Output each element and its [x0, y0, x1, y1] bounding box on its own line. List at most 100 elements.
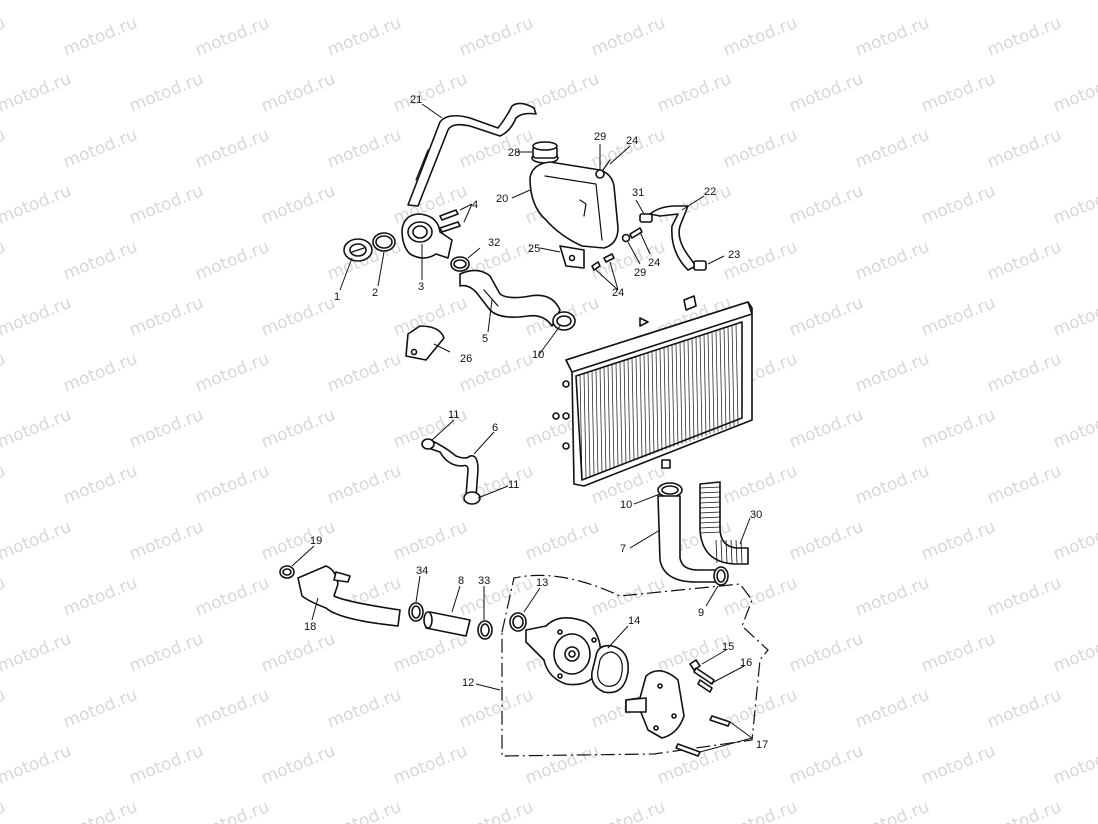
radiator-fin — [595, 369, 599, 474]
hose-rib — [699, 496, 721, 499]
part-pump-cover — [625, 670, 685, 739]
watermark-text: motod.ru — [984, 461, 1064, 509]
watermark-text: motod.ru — [126, 293, 206, 341]
hose-corrugations — [699, 486, 743, 564]
watermark-text: motod.ru — [654, 181, 734, 229]
watermark-text: motod.ru — [1050, 629, 1098, 677]
watermark-text: motod.ru — [918, 69, 998, 117]
callout-20: 20 — [496, 193, 508, 205]
watermark-text: motod.ru — [984, 237, 1064, 285]
watermark-text: motod.ru — [192, 685, 272, 733]
radiator-fin — [667, 346, 671, 449]
part-thermostat-1 — [343, 238, 373, 262]
part-o-ring-2 — [372, 232, 396, 252]
radiator-fin — [635, 356, 639, 460]
radiator-fin — [683, 341, 687, 443]
callout-24-top: 24 — [626, 135, 638, 147]
callout-24-lower: 24 — [612, 287, 624, 299]
callout-18: 18 — [304, 621, 316, 633]
watermark-text: motod.ru — [918, 517, 998, 565]
watermark-text: motod.ru — [984, 573, 1064, 621]
radiator-fin — [719, 329, 723, 431]
watermark-text: motod.ru — [126, 741, 206, 789]
watermark-text: motod.ru — [522, 517, 602, 565]
part-cover-26 — [405, 325, 445, 361]
watermark-text: motod.ru — [126, 517, 206, 565]
callout-11-upper: 11 — [448, 409, 459, 421]
hose-rib — [699, 486, 721, 489]
callout-11-lower: 11 — [508, 479, 519, 491]
radiator-fin — [663, 347, 667, 450]
callout-33: 33 — [478, 575, 490, 587]
part-o-ring-19 — [279, 565, 295, 579]
callout-31: 31 — [632, 187, 644, 199]
radiator-fin — [711, 332, 715, 433]
watermark-text: motod.ru — [0, 13, 8, 61]
callout-9: 9 — [698, 607, 704, 619]
watermark-text: motod.ru — [720, 125, 800, 173]
watermark-text: motod.ru — [0, 405, 74, 453]
watermark-text: motod.ru — [1050, 293, 1098, 341]
watermark-text: motod.ru — [258, 69, 338, 117]
part-filler-cap-28 — [531, 141, 559, 164]
hose-rib — [699, 491, 721, 494]
callout-labels: 1 2 3 4 5 6 7 8 9 10 10 11 11 12 13 14 1… — [304, 94, 768, 751]
radiator-fin — [591, 371, 595, 475]
callout-24-side: 24 — [648, 257, 660, 269]
watermark-text: motod.ru — [786, 741, 866, 789]
watermark-text: motod.ru — [720, 685, 800, 733]
watermark-text: motod.ru — [324, 13, 404, 61]
radiator-fin — [727, 326, 731, 428]
part-screw-15 — [689, 659, 715, 685]
callout-13: 13 — [536, 577, 548, 589]
part-breather-hose-21 — [407, 102, 537, 207]
watermark-text: motod.ru — [324, 797, 404, 824]
part-gasket-14 — [590, 644, 629, 694]
watermark-text: motod.ru — [984, 349, 1064, 397]
watermark-text: motod.ru — [126, 69, 206, 117]
watermark-text: motod.ru — [60, 13, 140, 61]
callout-6: 6 — [492, 422, 498, 434]
radiator-fin — [611, 364, 615, 468]
radiator-fin — [655, 350, 659, 453]
watermark-text: motod.ru — [1050, 517, 1098, 565]
watermark-text: motod.ru — [918, 0, 998, 5]
radiator-fin — [659, 348, 663, 452]
watermark-text: motod.ru — [0, 69, 74, 117]
watermark-text: motod.ru — [60, 685, 140, 733]
watermark-text: motod.ru — [1050, 181, 1098, 229]
watermark-text: motod.ru — [0, 349, 8, 397]
radiator-fin — [679, 342, 683, 445]
callout-15: 15 — [722, 641, 734, 653]
watermark-text: motod.ru — [456, 573, 536, 621]
watermark-text: motod.ru — [60, 573, 140, 621]
watermark-text: motod.ru — [786, 0, 866, 5]
watermark-text: motod.ru — [1050, 405, 1098, 453]
part-screws-17 — [675, 715, 731, 757]
radiator-fin — [583, 373, 587, 478]
watermark-text: motod.ru — [720, 461, 800, 509]
part-clamp-33 — [477, 620, 493, 640]
hose-rib — [699, 506, 721, 509]
watermark-text: motod.ru — [324, 461, 404, 509]
watermark-text: motod.ru — [456, 13, 536, 61]
part-water-pump-body — [525, 617, 602, 686]
callout-19: 19 — [310, 535, 322, 547]
watermark-text: motod.ru — [1050, 69, 1098, 117]
watermark-text: motod.ru — [588, 573, 668, 621]
part-clip-23 — [693, 260, 707, 271]
watermark-text: motod.ru — [192, 13, 272, 61]
part-overflow-hose-22 — [649, 205, 697, 271]
part-hose-5 — [459, 269, 561, 327]
radiator-fin — [671, 345, 675, 447]
watermark-text: motod.ru — [324, 685, 404, 733]
callout-10-upper: 10 — [532, 349, 544, 361]
part-clamp-34 — [408, 602, 424, 622]
radiator-fin — [731, 325, 735, 426]
watermark-text: motod.ru — [984, 13, 1064, 61]
hose-rib — [699, 511, 721, 514]
watermark-text: motod.ru — [654, 741, 734, 789]
part-radiator — [552, 295, 753, 487]
part-corrugated-hose-30 — [699, 481, 749, 565]
hose-rib — [720, 539, 723, 564]
